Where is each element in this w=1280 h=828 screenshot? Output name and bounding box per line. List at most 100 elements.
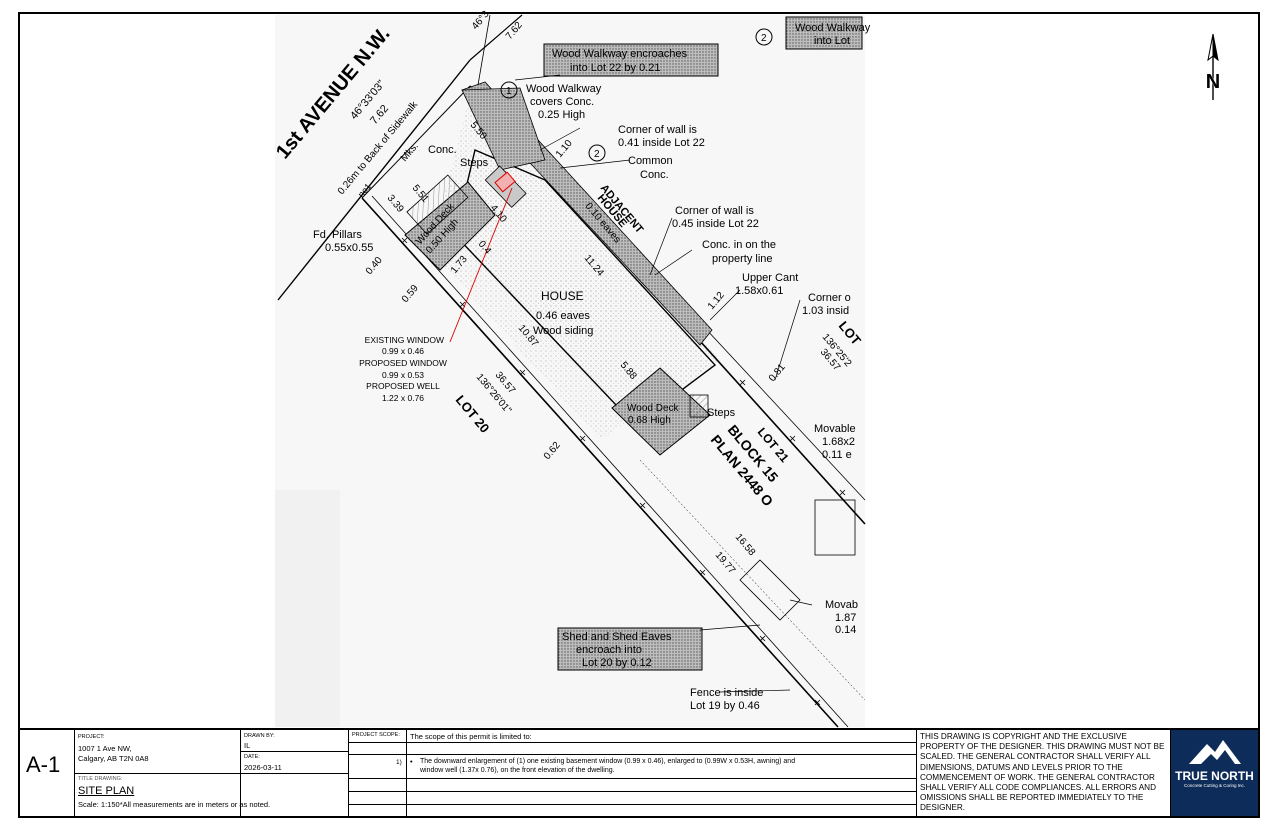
- window-note-1: EXISTING WINDOW: [365, 335, 444, 345]
- walkway-top-line-2: into Lot: [814, 35, 850, 47]
- drawn-by-label: DRAWN BY:: [244, 733, 275, 739]
- date: 2026-03-11: [244, 763, 282, 772]
- window-note-5: PROPOSED WELL: [366, 381, 440, 391]
- tb-hline-scope-2: [348, 754, 916, 755]
- movable-1-2: 1.68x2: [822, 436, 855, 448]
- leader-lines: [514, 74, 813, 693]
- window-note-6: 1.22 x 0.76: [382, 393, 424, 403]
- date-label: DATE:: [244, 754, 260, 760]
- scope-intro: The scope of this permit is limited to:: [410, 732, 532, 741]
- fd-pillars-2: 0.55x0.55: [325, 242, 373, 254]
- fence-1: Fence is inside: [690, 687, 763, 699]
- scope-label: PROJECT SCOPE:: [352, 732, 400, 738]
- scope-item-line-1: The downward enlargement of (1) one exis…: [420, 758, 796, 765]
- dotted-line: [639, 459, 866, 701]
- scope-item-number: 1): [396, 759, 402, 766]
- drawing-scale: Scale: 1:150*All measurements are in met…: [78, 800, 271, 809]
- window-note-3: PROPOSED WINDOW: [359, 358, 447, 368]
- walkway-22-line-1: Wood Walkway encroaches: [552, 48, 688, 60]
- marker-2-top-circle: [755, 28, 773, 46]
- movable-shed-outline: [814, 499, 856, 556]
- tb-hline-scope-5: [348, 804, 916, 805]
- window-leader-line: [449, 187, 513, 343]
- rear-deck: [611, 367, 711, 456]
- upper-cant-1: Upper Cant: [742, 272, 798, 284]
- street-line-upper: [469, 14, 523, 61]
- house-eaves: 0.46 eaves: [536, 310, 590, 322]
- scan-shadow: [275, 490, 340, 727]
- window-note-4: 0.99 x 0.53: [382, 370, 424, 380]
- callout-box-walkway-top: [785, 16, 863, 50]
- fd-pillars-1: Fd. Pillars: [313, 229, 362, 241]
- scope-item-line-2: window well (1.37x 0.76), on the front e…: [420, 767, 615, 774]
- lot-boundary-left: [361, 197, 839, 728]
- conc-property-1: Conc. in on the: [702, 239, 776, 251]
- marker-1: 1: [506, 86, 512, 97]
- tb-divider-3: [348, 730, 349, 816]
- corner-right-1: Corner o: [808, 292, 851, 304]
- scope-item-bullet: •: [410, 757, 413, 766]
- conc-label: Conc.: [428, 144, 457, 156]
- window-note-2: 0.99 x 0.46: [382, 346, 424, 356]
- conc-property-2: property line: [712, 253, 773, 265]
- movable-2-3: 0.14: [835, 624, 856, 636]
- shed-3: Lot 20 by 0.12: [582, 657, 652, 669]
- logo-tagline: Concrete Cutting & Coring Inc.: [1183, 783, 1246, 788]
- logo-name: TRUE NORTH: [1175, 769, 1254, 783]
- movable-2-2: 1.87: [835, 612, 856, 624]
- project-address-2: Calgary, AB T2N 0A8: [78, 754, 149, 763]
- walkway-conc-2: covers Conc.: [530, 96, 594, 108]
- house-label: HOUSE: [541, 289, 584, 303]
- company-logo: TRUE NORTH Concrete Cutting & Coring Inc…: [1171, 730, 1258, 816]
- marker-2: 2: [594, 149, 600, 160]
- corner-wall-041-1: Corner of wall is: [618, 124, 697, 136]
- marker-2-circle: [588, 144, 606, 162]
- lot-boundary-left-inner: [371, 195, 849, 728]
- shed-outline: [739, 559, 801, 621]
- project-label: PROJECT:: [78, 734, 105, 740]
- shed-2: encroach into: [576, 644, 642, 656]
- movable-2-1: Movab: [825, 599, 858, 611]
- drawn-by: IL: [244, 741, 251, 750]
- callout-box-walkway-22: [543, 43, 719, 77]
- shed-1: Shed and Shed Eaves: [562, 631, 672, 643]
- tb-divider-5: [916, 730, 917, 816]
- tb-hline-scope-1: [348, 742, 916, 743]
- walkway-conc-3: 0.25 High: [538, 109, 585, 121]
- corner-right-2: 1.03 insid: [802, 305, 849, 317]
- window-marker: [494, 171, 516, 193]
- tb-divider-4: [406, 730, 407, 816]
- fence-2: Lot 19 by 0.46: [690, 700, 760, 712]
- tb-hline-project: [74, 773, 348, 774]
- tb-hline-scope-4: [348, 791, 916, 792]
- tb-hline-drawnby: [240, 751, 348, 752]
- walkway-conc-1: Wood Walkway: [526, 83, 602, 95]
- lot-front-line: [361, 85, 471, 199]
- corner-wall-041-2: 0.41 inside Lot 22: [618, 137, 705, 149]
- lot-corner-line: [477, 14, 491, 86]
- common-conc-2: Conc.: [640, 169, 669, 181]
- movable-1-1: Movable: [814, 423, 856, 435]
- tb-hline-scope-3: [348, 778, 916, 779]
- rear-steps: [689, 394, 709, 418]
- steps-rear: Steps: [707, 407, 736, 419]
- callout-box-shed: [557, 627, 703, 671]
- common-conc-1: Common: [628, 155, 673, 167]
- street-line: [277, 59, 471, 301]
- drawing-title: SITE PLAN: [78, 785, 135, 797]
- front-steps-hatch: [406, 174, 469, 235]
- sheet-number: A-1: [26, 752, 61, 777]
- project-address-1: 1007 1 Ave NW,: [78, 744, 132, 753]
- title-block: A-1 PROJECT: 1007 1 Ave NW, Calgary, AB …: [18, 728, 1260, 818]
- north-letter: N: [1206, 71, 1220, 93]
- upper-cant-2: 1.58x0.61: [735, 285, 783, 297]
- movable-1-3: 0.11 e: [822, 449, 852, 461]
- north-arrow: N: [1205, 33, 1221, 100]
- corner-wall-045-2: 0.45 inside Lot 22: [672, 218, 759, 230]
- mountain-icon: [1189, 740, 1241, 764]
- steps-top: Steps: [460, 157, 489, 169]
- marker-2-top: 2: [761, 33, 767, 44]
- corner-wall-045-1: Corner of wall is: [675, 205, 754, 217]
- wood-deck-rear-1: Wood Deck: [627, 403, 680, 414]
